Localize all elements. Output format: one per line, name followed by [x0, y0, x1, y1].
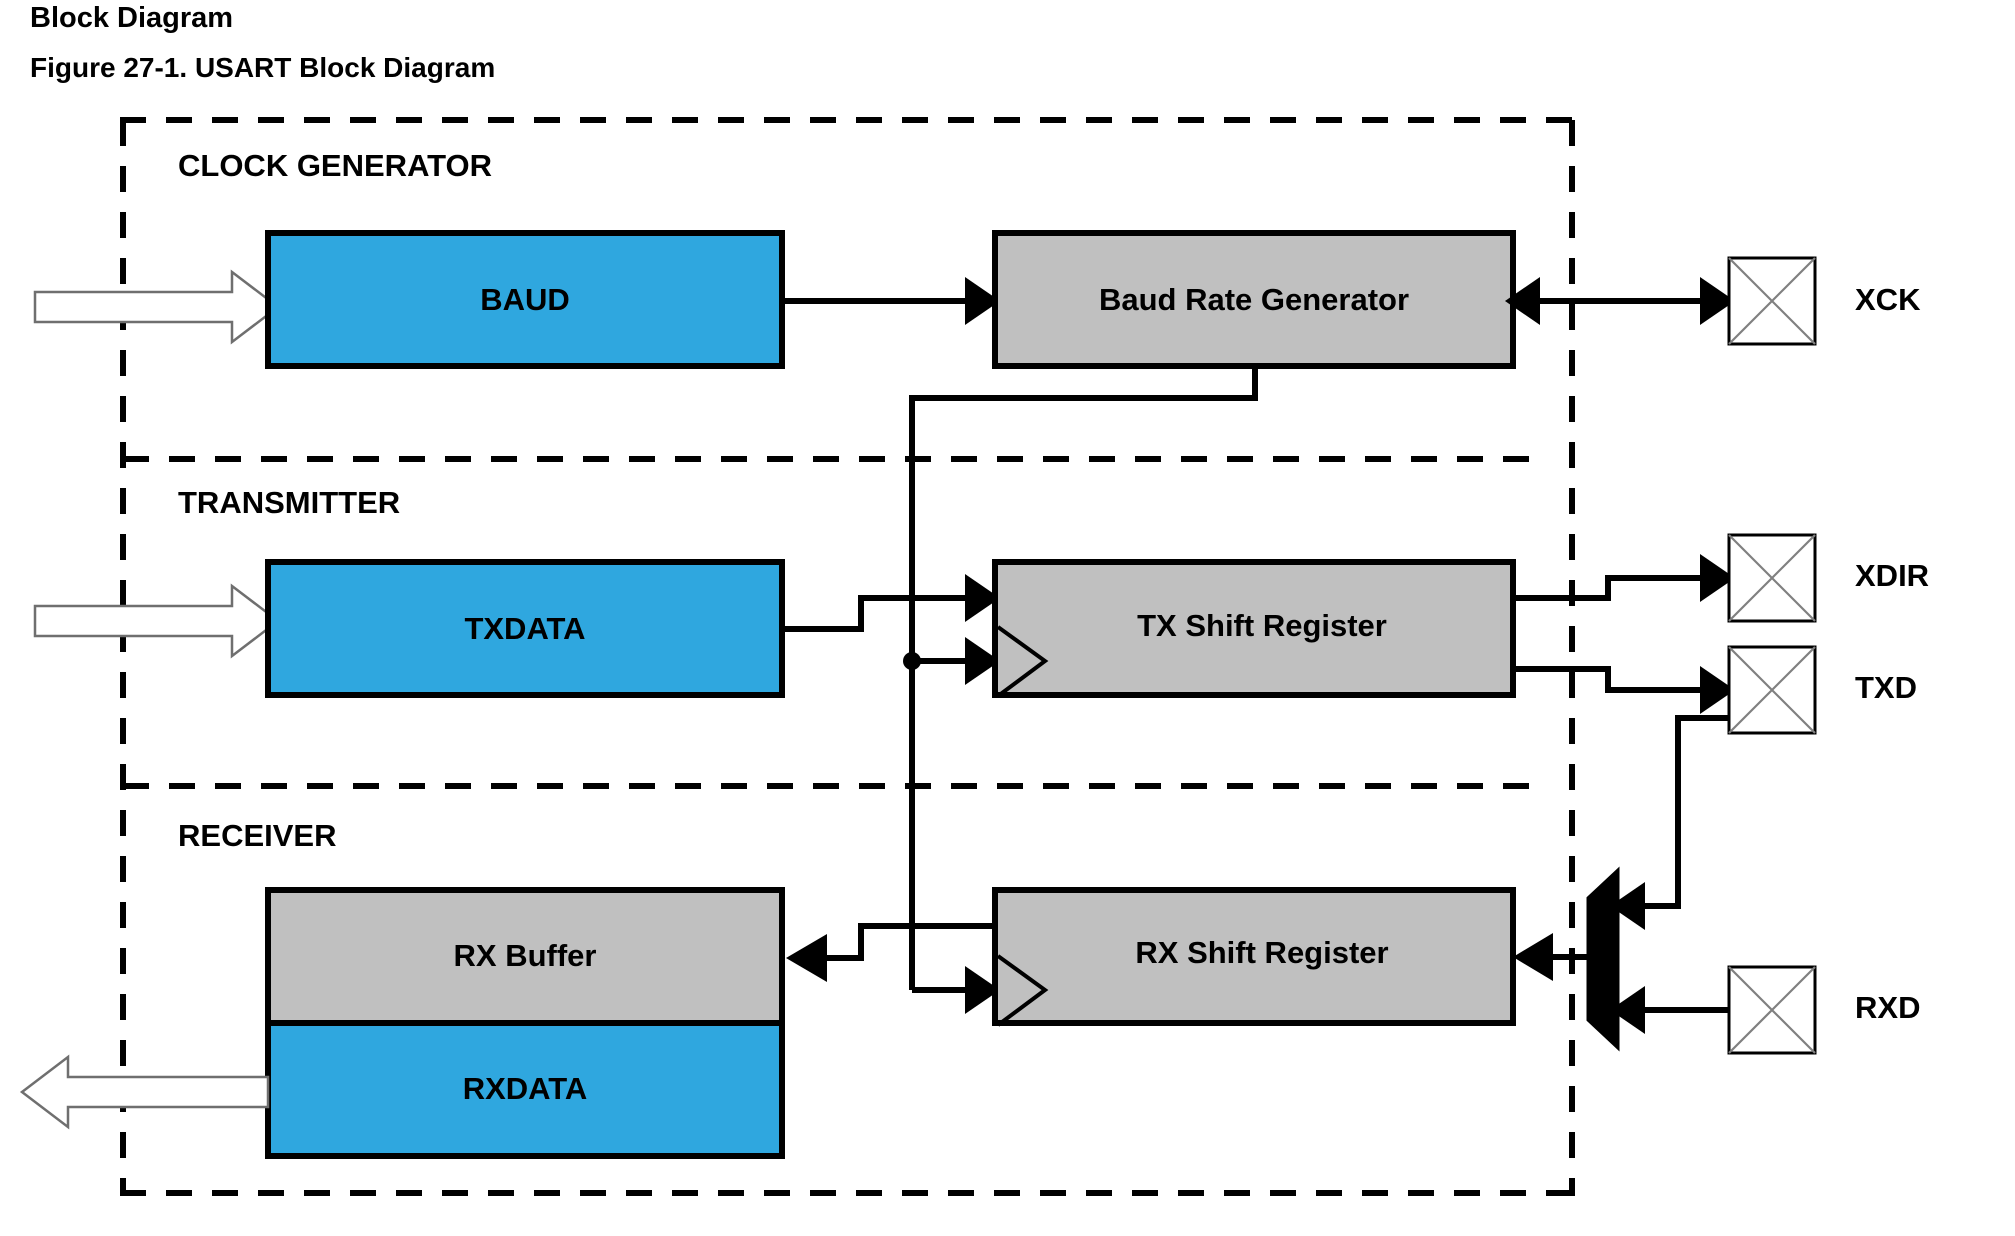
arrowhead-clock-to-txshift — [965, 637, 1000, 685]
block-rxdata-label: RXDATA — [463, 1071, 588, 1106]
wire-txd-loopback-to-mux — [1640, 715, 1729, 909]
block-tx-shift-register[interactable]: TX Shift Register — [992, 559, 1516, 698]
pin-rxd-cross-icon — [1728, 966, 1816, 1054]
pin-xck-label: XCK — [1855, 282, 1921, 317]
arrowhead-brg-to-xck — [1700, 277, 1735, 325]
figure-caption: Figure 27-1. USART Block Diagram — [30, 52, 496, 83]
block-rxshift-rect — [992, 887, 1516, 1026]
block-baud-label: BAUD — [480, 282, 570, 317]
pin-rxd-label: RXD — [1855, 990, 1920, 1025]
pin-txd-label: TXD — [1855, 670, 1917, 705]
section-label-receiver: RECEIVER — [178, 818, 336, 853]
block-rxdata-rect — [268, 1023, 782, 1156]
bus-arrow-into-baud — [33, 269, 281, 345]
block-rx-shift-register[interactable]: RX Shift Register — [992, 887, 1516, 1027]
arrowhead-rxshift-to-rxbuffer — [786, 934, 827, 982]
arrowhead-baud-to-brg — [965, 277, 1000, 325]
wire-clock-distribution — [909, 366, 1258, 990]
wire-txshift-to-xdir — [1513, 575, 1700, 601]
block-rxbuffer-label: RX Buffer — [454, 938, 597, 973]
block-rxshift-label: RX Shift Register — [1135, 935, 1388, 970]
pin-rxd[interactable]: RXD — [1727, 965, 1920, 1055]
rx-input-multiplexer[interactable] — [1586, 866, 1620, 1052]
arrowhead-txdata-to-txshift — [965, 574, 1000, 622]
pin-xdir-cross-icon — [1728, 534, 1816, 622]
block-brg-label: Baud Rate Generator — [1099, 282, 1409, 317]
arrowhead-txd-loopback-to-mux — [1610, 882, 1645, 930]
pin-xdir-label: XDIR — [1855, 558, 1929, 593]
block-txdata[interactable]: TXDATA — [265, 559, 785, 698]
block-brg-rect — [992, 230, 1516, 369]
bus-arrow-out-of-rxdata — [19, 1054, 270, 1130]
pin-txd-cross-icon — [1728, 646, 1816, 734]
block-rxbuffer-group-outline — [265, 887, 785, 1159]
arrowhead-clock-to-rxshift — [965, 966, 1000, 1014]
wire-txdata-to-txshift — [782, 595, 965, 632]
block-rx-buffer-group[interactable]: RX Buffer RXDATA — [265, 887, 785, 1159]
pin-xck-cross-icon — [1728, 257, 1816, 345]
clock-edge-triangle-icon-rx — [996, 954, 1049, 1027]
clock-edge-triangle-icon-tx — [996, 625, 1049, 698]
block-baud[interactable]: BAUD — [265, 230, 785, 369]
section-label-transmitter: TRANSMITTER — [178, 485, 400, 520]
document-heading: Block Diagram — [30, 2, 234, 34]
block-txshift-rect — [992, 559, 1516, 698]
arrowhead-xck-to-brg — [1505, 277, 1540, 325]
arrowhead-txshift-to-txd — [1700, 666, 1735, 714]
wire-txshift-to-txd — [1513, 666, 1700, 693]
block-baud-rate-generator[interactable]: Baud Rate Generator — [992, 230, 1516, 369]
block-txdata-rect — [265, 559, 785, 698]
section-label-clock-generator: CLOCK GENERATOR — [178, 148, 492, 183]
arrowhead-mux-to-rxshift — [1513, 933, 1553, 981]
wire-rxshift-to-rxbuffer — [822, 923, 995, 961]
block-txshift-label: TX Shift Register — [1137, 608, 1387, 643]
block-rxbuffer-rect — [268, 890, 782, 1023]
pin-txd[interactable]: TXD — [1727, 645, 1917, 735]
arrowhead-rxd-to-mux — [1610, 986, 1645, 1034]
module-boundary — [120, 117, 1575, 1196]
pin-xdir[interactable]: XDIR — [1727, 533, 1929, 623]
arrowhead-txshift-to-xdir — [1700, 554, 1735, 602]
bus-arrow-into-txdata — [33, 583, 281, 659]
block-txdata-label: TXDATA — [464, 611, 585, 646]
pin-xck[interactable]: XCK — [1727, 256, 1921, 346]
